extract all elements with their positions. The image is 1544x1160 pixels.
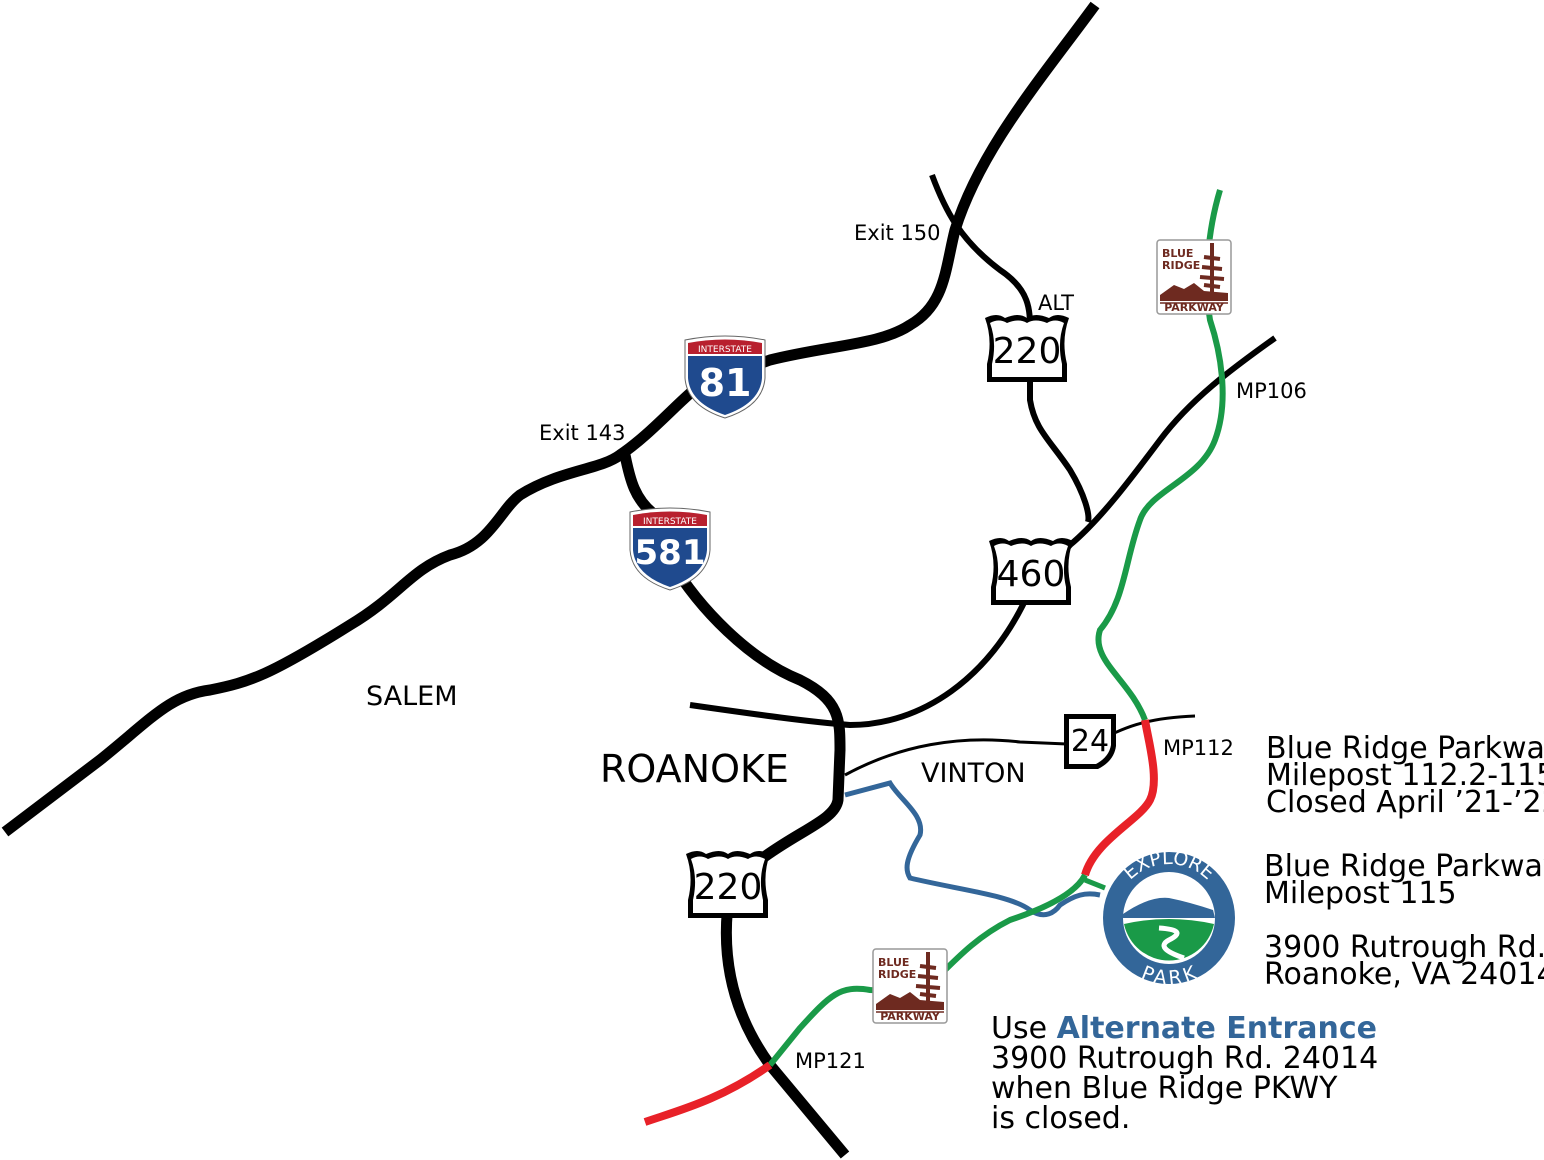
alternate-route	[844, 780, 1101, 918]
park-info: Blue Ridge Parkway Milepost 115 3900 Rut…	[1264, 849, 1544, 992]
explore-park-logo: EXPLORE PARK	[1103, 847, 1235, 989]
parkway-closed-south	[643, 1061, 773, 1126]
closure-notice: Blue Ridge Parkway Milepost 112.2-115 Cl…	[1266, 731, 1544, 820]
park-line: Milepost 115	[1264, 876, 1457, 911]
parkway-closed-north	[1081, 719, 1158, 877]
mp112-label: MP112	[1163, 736, 1234, 760]
salem-label: SALEM	[366, 681, 458, 712]
address-line: Roanoke, VA 24014	[1264, 957, 1544, 992]
brp-text: BLUE	[878, 956, 909, 969]
alt-line: is closed.	[991, 1101, 1130, 1136]
alt-prefix: Use	[991, 1011, 1057, 1046]
us-220-shield: 220	[686, 851, 770, 918]
us-220-alt-shield: 220	[985, 315, 1069, 382]
exit-150-label: Exit 150	[854, 221, 941, 245]
blue-ridge-parkway-sign: BLUE RIDGE PARKWAY	[871, 947, 949, 1025]
alt-tag: ALT	[1038, 291, 1074, 315]
park-line: Blue Ridge Parkway	[1264, 849, 1544, 884]
closure-line: Blue Ridge Parkway	[1266, 731, 1544, 766]
alternate-entrance-note: Use Alternate Entrance 3900 Rutrough Rd.…	[991, 1011, 1378, 1136]
interstate-label: INTERSTATE	[643, 517, 697, 527]
shield-number: 220	[993, 331, 1062, 372]
vinton-label: VINTON	[921, 758, 1026, 789]
interstate-81-road	[1, 1, 1100, 837]
shield-number: 460	[997, 554, 1066, 595]
blue-ridge-parkway-sign: BLUE RIDGE PARKWAY	[1155, 238, 1233, 316]
va-24-shield: 24	[1064, 714, 1116, 769]
mp106-label: MP106	[1236, 379, 1307, 403]
interstate-581-shield: INTERSTATE 581	[629, 507, 711, 591]
closure-line: Closed April ’21-’22	[1266, 785, 1544, 820]
alt-line: when Blue Ridge PKWY	[991, 1071, 1338, 1106]
brp-text: BLUE	[1162, 247, 1193, 260]
shield-number: 24	[1071, 724, 1109, 759]
interstate-label: INTERSTATE	[698, 345, 752, 355]
alt-line: Use Alternate Entrance	[991, 1011, 1377, 1046]
shield-number: 81	[699, 361, 752, 405]
shield-number: 220	[694, 867, 763, 908]
us-460-shield: 460	[989, 538, 1073, 605]
brp-text: RIDGE	[1162, 259, 1200, 272]
interstate-81-shield: INTERSTATE 81	[684, 335, 766, 419]
shield-number: 581	[635, 533, 706, 573]
alt-line: 3900 Rutrough Rd. 24014	[991, 1041, 1378, 1076]
parkway-spur	[1084, 877, 1106, 891]
address-line: 3900 Rutrough Rd.	[1264, 930, 1544, 965]
alt-highlight: Alternate Entrance	[1057, 1011, 1377, 1046]
mp121-label: MP121	[795, 1049, 866, 1073]
exit-143-label: Exit 143	[539, 421, 626, 445]
brp-text: PARKWAY	[880, 1010, 941, 1023]
closure-line: Milepost 112.2-115	[1266, 758, 1544, 793]
brp-text: RIDGE	[878, 968, 916, 981]
brp-text: PARKWAY	[1164, 301, 1225, 314]
roanoke-label: ROANOKE	[600, 747, 789, 791]
